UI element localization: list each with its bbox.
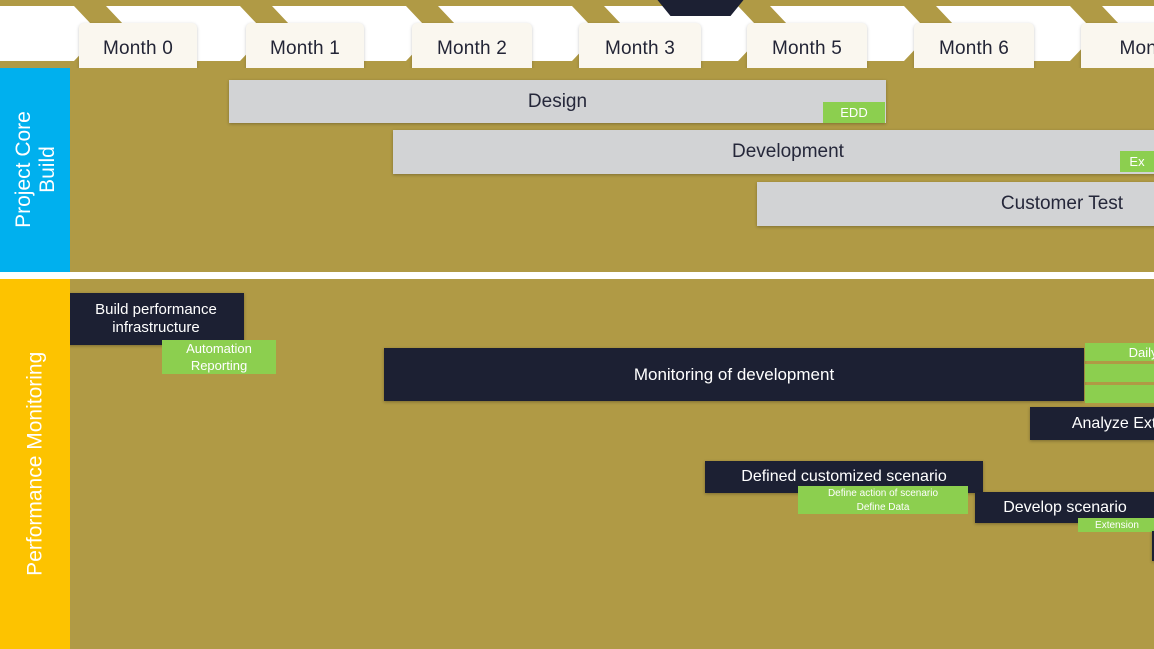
- develop-scenario-box[interactable]: Develop scenario: [975, 492, 1154, 523]
- timeline-month-label: Month 6: [938, 38, 1010, 59]
- edd-badge-label: EDD: [840, 105, 868, 120]
- timeline-month-label: Month 2: [436, 38, 508, 59]
- build-performance-infrastructure-label: Build performance infrastructure: [95, 301, 217, 336]
- monitoring-badge-3[interactable]: [1085, 385, 1154, 403]
- timeline-month-5[interactable]: Month 6: [914, 23, 1034, 68]
- define-data-badge[interactable]: Define Data: [798, 500, 968, 514]
- timeline-month-3[interactable]: Month 3: [579, 23, 701, 68]
- reporting-badge[interactable]: Reporting: [162, 357, 276, 374]
- swimlane-perf-label: Performance Monitoring: [0, 279, 70, 649]
- development-extension-badge[interactable]: Ex: [1120, 151, 1154, 172]
- timeline-header: Month 0 Month 1 Month 2 Month 3 Month 5 …: [0, 0, 1154, 68]
- build-performance-infrastructure-box[interactable]: Build performance infrastructure: [68, 293, 244, 345]
- timeline-month-2[interactable]: Month 2: [412, 23, 532, 68]
- define-action-of-scenario-badge[interactable]: Define action of scenario: [798, 486, 968, 500]
- design-bar-label: Design: [527, 90, 588, 112]
- timeline-month-4[interactable]: Month 5: [747, 23, 867, 68]
- swimlane-perf-body: Build performance infrastructure Automat…: [68, 279, 1154, 649]
- swimlane-project-core-build: Design EDD Development Ex Customer Test …: [0, 68, 1154, 272]
- automation-badge-label: Automation: [186, 341, 252, 356]
- swimlane-core-body: Design EDD Development Ex Customer Test: [70, 68, 1154, 272]
- monitoring-of-development-box[interactable]: Monitoring of development: [384, 348, 1084, 401]
- timeline-month-label: Month 5: [771, 38, 843, 59]
- analyze-extension-box[interactable]: Analyze Exten: [1030, 407, 1154, 440]
- timeline-month-label: Month 0: [102, 38, 174, 59]
- swimlane-performance-monitoring: Build performance infrastructure Automat…: [0, 279, 1154, 649]
- swimlane-perf-label-text: Performance Monitoring: [23, 351, 47, 577]
- swimlane-divider: [0, 272, 1154, 279]
- trailing-task-box[interactable]: [1152, 531, 1154, 561]
- monitoring-of-development-label: Monitoring of development: [633, 364, 835, 384]
- design-bar[interactable]: Design: [229, 80, 886, 123]
- timeline-month-1[interactable]: Month 1: [246, 23, 364, 68]
- daily-report-badge-label: Daily r: [1128, 344, 1154, 360]
- customer-test-bar[interactable]: Customer Test: [757, 182, 1154, 226]
- develop-scenario-extension-badge[interactable]: Extension: [1078, 518, 1154, 532]
- development-bar-label: Development: [732, 141, 844, 162]
- develop-scenario-extension-label: Extension: [1095, 519, 1139, 531]
- timeline-month-label: Mont: [1119, 38, 1154, 59]
- define-action-of-scenario-label: Define action of scenario: [827, 487, 939, 499]
- define-data-label: Define Data: [856, 501, 910, 513]
- monitoring-badge-2[interactable]: [1085, 364, 1154, 382]
- development-extension-badge-label: Ex: [1129, 154, 1145, 169]
- daily-report-badge[interactable]: Daily r: [1085, 343, 1154, 361]
- development-bar[interactable]: Development: [393, 130, 1154, 174]
- develop-scenario-label: Develop scenario: [1003, 498, 1127, 516]
- timeline-month-6[interactable]: Mont: [1081, 23, 1154, 68]
- timeline-milestone-marker: [638, 0, 763, 16]
- defined-customized-scenario-label: Defined customized scenario: [741, 468, 947, 485]
- analyze-extension-label: Analyze Exten: [1071, 414, 1154, 432]
- timeline-month-label: Month 1: [269, 38, 341, 59]
- reporting-badge-label: Reporting: [190, 358, 248, 373]
- automation-badge[interactable]: Automation: [162, 340, 276, 357]
- edd-badge[interactable]: EDD: [823, 102, 885, 123]
- timeline-month-label: Month 3: [604, 38, 676, 59]
- timeline-month-0[interactable]: Month 0: [79, 23, 197, 68]
- customer-test-bar-label: Customer Test: [1000, 193, 1124, 214]
